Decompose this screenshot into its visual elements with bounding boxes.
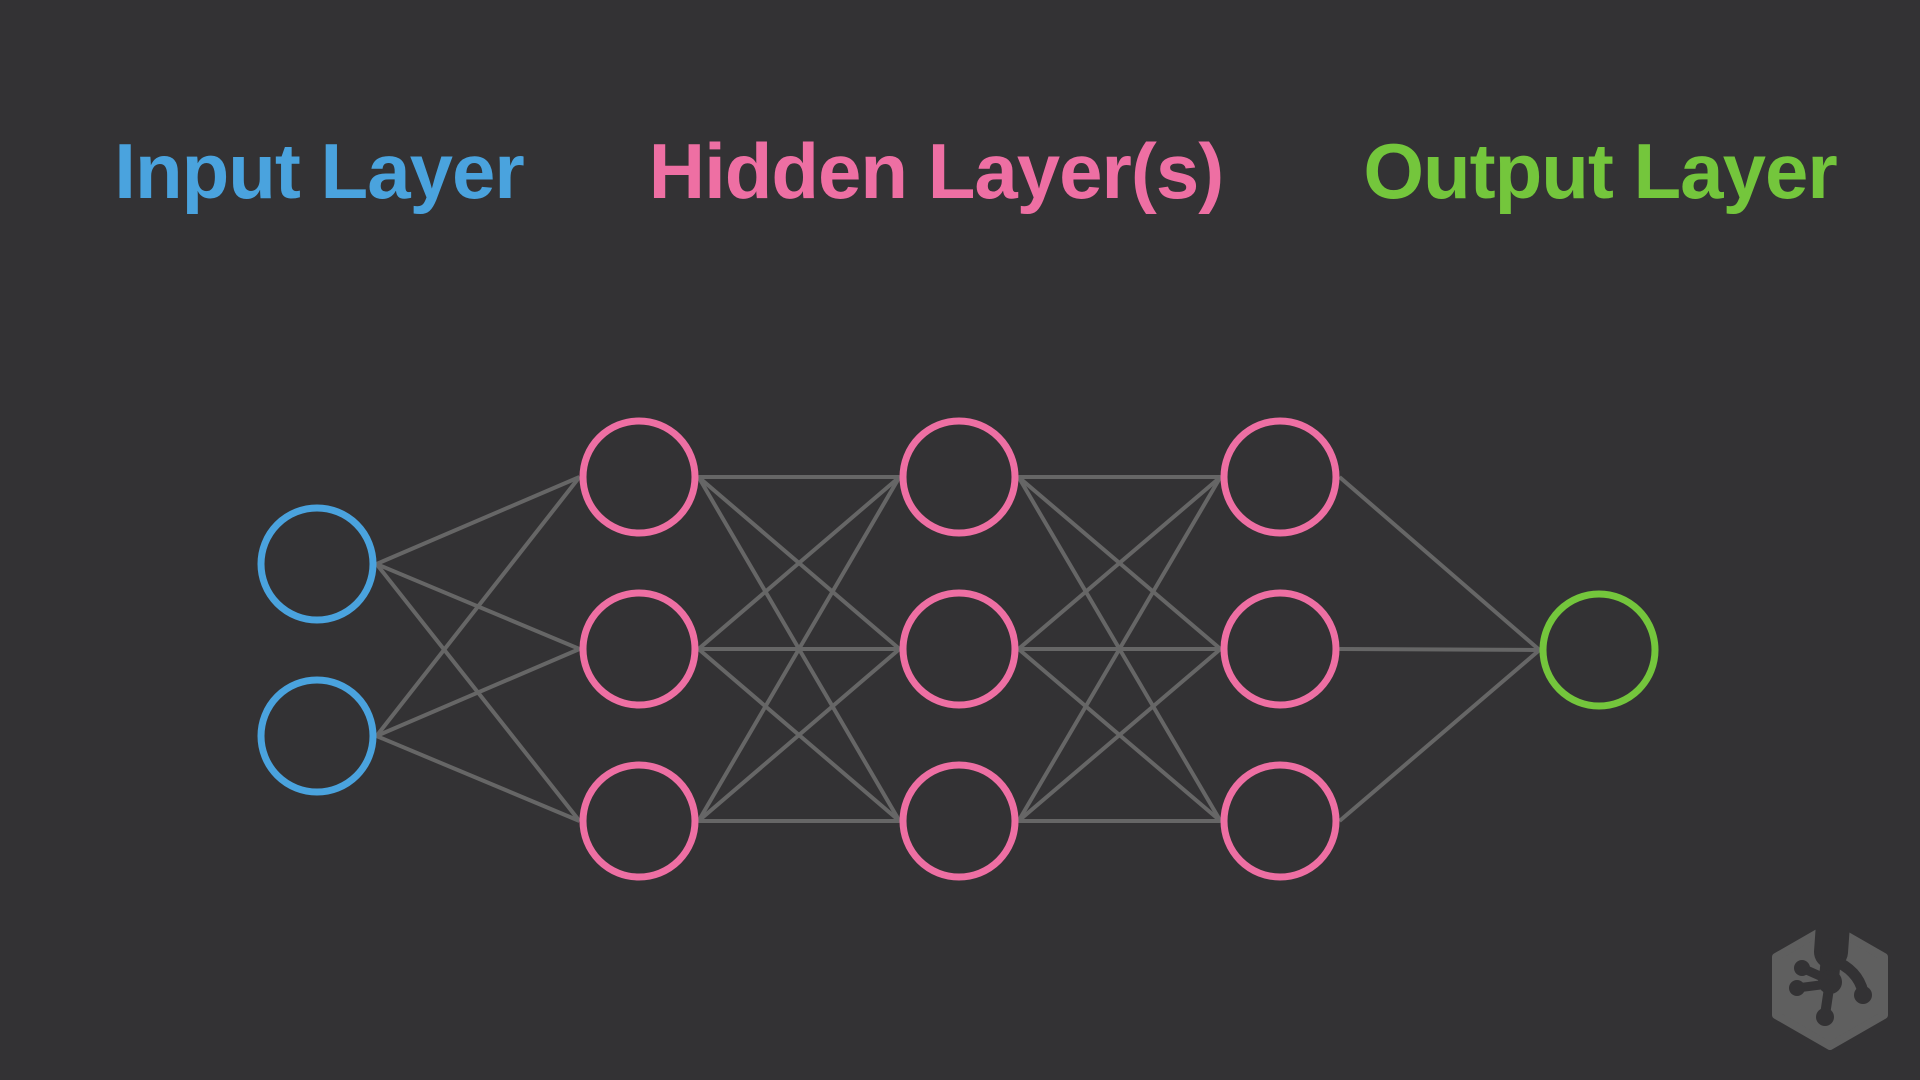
network-edge	[1338, 475, 1541, 652]
brand-logo	[1772, 922, 1888, 1050]
network-edge	[697, 647, 901, 823]
output-layer-node	[1539, 590, 1659, 710]
network-edge	[1017, 647, 1222, 823]
network-edge	[374, 475, 582, 738]
output-layer-label: Output Layer	[1363, 127, 1837, 215]
hidden-layer-2-node	[899, 761, 1019, 881]
network-edge	[1016, 475, 1223, 823]
network-edges	[374, 475, 1541, 823]
network-edge	[697, 475, 901, 651]
input-layer-label: Input Layer	[114, 127, 524, 215]
network-nodes	[257, 417, 1659, 881]
network-edge	[375, 647, 581, 738]
network-edge	[1339, 647, 1540, 652]
hidden-layer-3-node	[1220, 761, 1340, 881]
hidden-layer-label: Hidden Layer(s)	[648, 127, 1224, 215]
input-layer-node	[257, 504, 377, 624]
hidden-layer-1-node	[579, 761, 699, 881]
hidden-layer-2-node	[899, 589, 1019, 709]
hidden-layer-1-node	[579, 417, 699, 537]
network-edge	[375, 475, 581, 566]
hidden-layer-3-node	[1220, 589, 1340, 709]
hidden-layer-3-node	[1220, 417, 1340, 537]
network-edge	[1338, 648, 1541, 823]
network-edge	[375, 734, 581, 823]
input-layer-node	[257, 676, 377, 796]
network-edge	[696, 475, 902, 823]
frog-foot-icon	[1789, 922, 1872, 1026]
hidden-layer-1-node	[579, 589, 699, 709]
network-edge	[1017, 475, 1222, 651]
hidden-layer-2-node	[899, 417, 1019, 537]
